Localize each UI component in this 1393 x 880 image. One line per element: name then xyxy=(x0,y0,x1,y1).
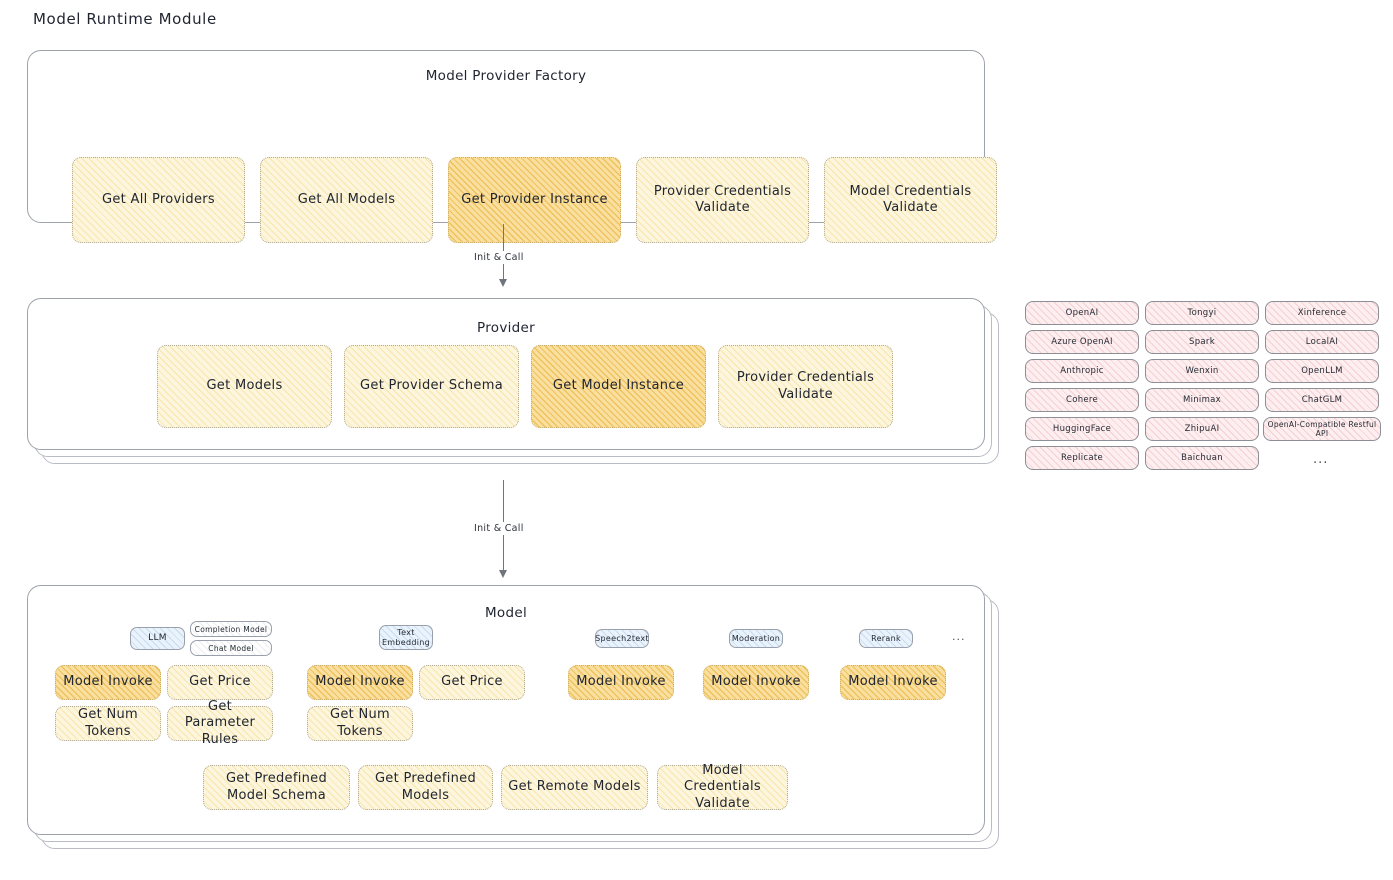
arrow-label-init-call-1: Init & Call xyxy=(470,251,528,264)
provider-chip-huggingface[interactable]: HuggingFace xyxy=(1025,417,1139,441)
node-llm-model-invoke[interactable]: Model Invoke xyxy=(55,665,161,700)
node-speech2text-model-invoke[interactable]: Model Invoke xyxy=(568,665,674,700)
provider-chip-anthropic[interactable]: Anthropic xyxy=(1025,359,1139,383)
node-llm-get-num-tokens[interactable]: Get Num Tokens xyxy=(55,706,161,741)
node-model-credentials-validate-2[interactable]: Model Credentials Validate xyxy=(657,763,788,811)
node-moderation-model-invoke[interactable]: Model Invoke xyxy=(703,665,809,700)
node-get-predefined-models[interactable]: Get Predefined Models xyxy=(358,765,493,810)
provider-list-ellipsis: ... xyxy=(1313,452,1329,467)
provider-chip-tongyi[interactable]: Tongyi xyxy=(1145,301,1259,325)
arrow-label-init-call-2: Init & Call xyxy=(470,522,528,535)
node-get-predefined-model-schema[interactable]: Get Predefined Model Schema xyxy=(203,765,350,810)
model-types-ellipsis: ... xyxy=(952,630,966,643)
model-sub-badge-completion-model[interactable]: Completion Model xyxy=(190,621,272,637)
provider-chip-cohere[interactable]: Cohere xyxy=(1025,388,1139,412)
provider-chip-zhipuai[interactable]: ZhipuAI xyxy=(1145,417,1259,441)
provider-card: Provider Get Models Get Provider Schema … xyxy=(27,298,999,464)
provider-chip-spark[interactable]: Spark xyxy=(1145,330,1259,354)
model-card: Model LLM Completion Model Chat Model Mo… xyxy=(27,585,999,849)
provider-title: Provider xyxy=(477,320,535,336)
provider-chip-azure-openai[interactable]: Azure OpenAI xyxy=(1025,330,1139,354)
provider-chip-wenxin[interactable]: Wenxin xyxy=(1145,359,1259,383)
node-text-embedding-model-invoke[interactable]: Model Invoke xyxy=(307,665,413,700)
model-type-badge-text-embedding[interactable]: Text Embedding xyxy=(379,625,433,650)
node-get-all-models[interactable]: Get All Models xyxy=(260,157,433,243)
arrow-head xyxy=(498,279,507,287)
node-get-model-instance[interactable]: Get Model Instance xyxy=(531,345,706,428)
node-llm-get-parameter-rules[interactable]: Get Parameter Rules xyxy=(167,699,273,747)
node-llm-get-price[interactable]: Get Price xyxy=(167,665,273,700)
node-rerank-model-invoke[interactable]: Model Invoke xyxy=(840,665,946,700)
node-get-provider-instance[interactable]: Get Provider Instance xyxy=(448,157,621,243)
model-title: Model xyxy=(484,605,528,621)
node-provider-credentials-validate-2[interactable]: Provider Credentials Validate xyxy=(718,345,893,428)
model-type-badge-moderation[interactable]: Moderation xyxy=(729,629,783,648)
model-sub-badge-chat-model[interactable]: Chat Model xyxy=(190,640,272,656)
model-type-badge-llm[interactable]: LLM xyxy=(130,627,185,650)
node-text-embedding-get-num-tokens[interactable]: Get Num Tokens xyxy=(307,706,413,741)
provider-chip-openai-compatible-restful-api[interactable]: OpenAI-Compatible Restful API xyxy=(1263,417,1381,441)
provider-chip-openllm[interactable]: OpenLLM xyxy=(1265,359,1379,383)
node-get-all-providers[interactable]: Get All Providers xyxy=(72,157,245,243)
model-provider-factory-title: Model Provider Factory xyxy=(425,68,587,84)
provider-chip-baichuan[interactable]: Baichuan xyxy=(1145,446,1259,470)
node-get-models[interactable]: Get Models xyxy=(157,345,332,428)
provider-chip-xinference[interactable]: Xinference xyxy=(1265,301,1379,325)
arrow-head xyxy=(498,570,507,578)
provider-chip-minimax[interactable]: Minimax xyxy=(1145,388,1259,412)
provider-chip-openai[interactable]: OpenAI xyxy=(1025,301,1139,325)
model-type-badge-speech2text[interactable]: Speech2text xyxy=(595,629,649,648)
node-text-embedding-get-price[interactable]: Get Price xyxy=(419,665,525,700)
node-get-remote-models[interactable]: Get Remote Models xyxy=(501,765,648,810)
page-title: Model Runtime Module xyxy=(33,10,217,28)
provider-chip-chatglm[interactable]: ChatGLM xyxy=(1265,388,1379,412)
provider-chip-replicate[interactable]: Replicate xyxy=(1025,446,1139,470)
provider-chip-localai[interactable]: LocalAI xyxy=(1265,330,1379,354)
node-provider-credentials-validate[interactable]: Provider Credentials Validate xyxy=(636,157,809,243)
model-provider-factory-card: Model Provider Factory Get All Providers… xyxy=(27,50,997,243)
node-get-provider-schema[interactable]: Get Provider Schema xyxy=(344,345,519,428)
model-type-badge-rerank[interactable]: Rerank xyxy=(859,629,913,648)
node-model-credentials-validate[interactable]: Model Credentials Validate xyxy=(824,157,997,243)
